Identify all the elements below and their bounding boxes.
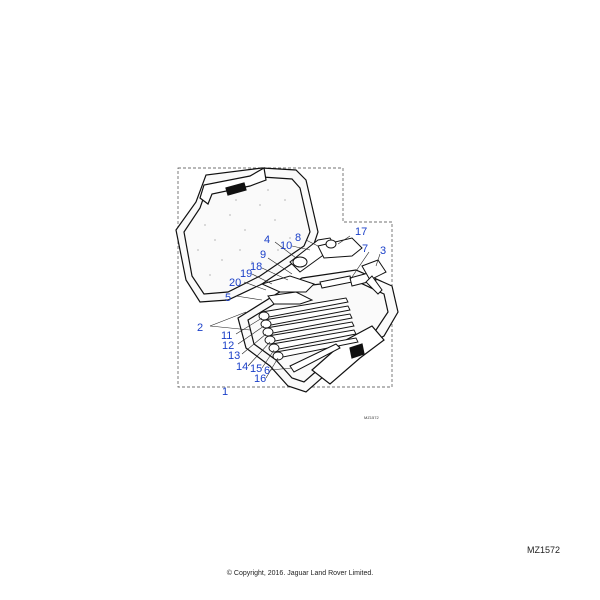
- callout-9: 9: [260, 249, 266, 261]
- callout-11: 11: [221, 330, 232, 342]
- callout-3: 3: [380, 245, 386, 257]
- callout-4: 4: [264, 234, 270, 246]
- lid-texture: [197, 189, 291, 276]
- callout-14: 14: [236, 361, 248, 373]
- socket-tool: [361, 259, 387, 295]
- callout-15: 15: [250, 363, 262, 375]
- callout-18: 18: [250, 261, 262, 273]
- callout-10: 10: [280, 240, 292, 252]
- copyright-notice: © Copyright, 2016. Jaguar Land Rover Lim…: [226, 570, 374, 577]
- wheel-brace: [289, 237, 363, 273]
- callout-8: 8: [295, 232, 301, 244]
- callout-6: 6: [264, 365, 270, 377]
- callout-2: 2: [197, 322, 203, 334]
- dashed-boundary: [177, 167, 393, 388]
- callout-17: 17: [355, 226, 367, 238]
- callout-13: 13: [228, 350, 240, 362]
- tommy-bar: [289, 343, 341, 373]
- callout-19: 19: [240, 268, 252, 280]
- drawing-reference-small: MZ1572: [364, 415, 379, 420]
- spanner-set: [258, 297, 359, 361]
- toolkit-case-lid: [175, 167, 319, 303]
- callout-20: 20: [229, 277, 241, 289]
- reference-code: MZ1572: [526, 545, 560, 555]
- pliers: [260, 275, 315, 305]
- callout-7: 7: [362, 243, 368, 255]
- callout-16: 16: [254, 373, 266, 385]
- callout-12: 12: [222, 340, 234, 352]
- callout-1: 1: [222, 386, 228, 398]
- leader-lines: [209, 235, 381, 379]
- callout-5: 5: [225, 292, 231, 304]
